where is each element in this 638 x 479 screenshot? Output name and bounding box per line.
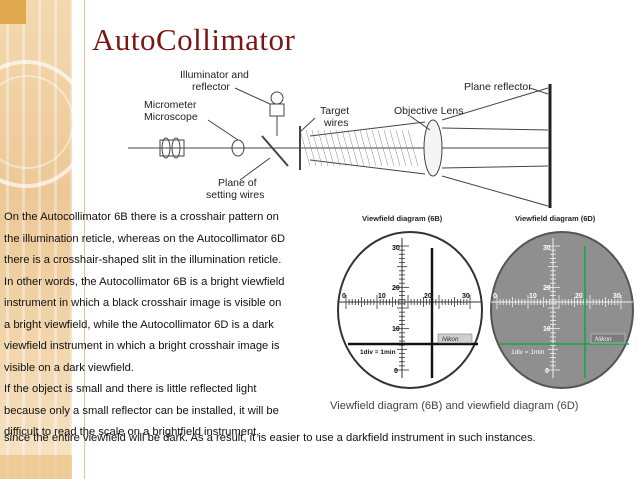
label-objective: Objective Lens: [394, 105, 463, 117]
label-micrometer-2: Microscope: [144, 111, 198, 123]
body-line: difficult to read the scale on a brightf…: [4, 426, 260, 438]
body-last-line: since the entire viewfield will be dark.…: [4, 432, 536, 444]
body-text: On the Autocollimator 6B there is a cros…: [4, 207, 334, 444]
viewfield-6b-diagram: 30 20 10 0 0 10 20 30 1div = 1min Nikon: [337, 231, 483, 389]
ray-upper-in: [309, 121, 426, 137]
viewfield-6b-vticks: [395, 245, 409, 371]
figure-caption: Viewfield diagram (6B) and viewfield dia…: [330, 400, 579, 412]
illuminator-lamp: [270, 91, 284, 105]
leader-illuminator: [234, 87, 271, 105]
slide-title: AutoCollimator: [92, 22, 296, 57]
viewfield-6d-diagram: 30 20 10 0 0 10 20 30 1div = 1min Nikon: [490, 231, 634, 389]
viewfield-6b-scale-30: 30: [392, 245, 400, 252]
body-line: there is a crosshair-shaped slit in the …: [4, 254, 282, 266]
viewfield-6d-x-0: 0: [493, 293, 497, 300]
illuminator-housing: [269, 103, 285, 117]
body-line: visible on a dark viewfield.: [4, 361, 134, 374]
label-illuminator-2: reflector: [192, 81, 230, 93]
label-target-1: Target: [320, 105, 349, 117]
viewfield-6d-x-30: 30: [613, 293, 621, 300]
viewfield-6d-x-10: 10: [529, 293, 537, 300]
viewfield-6d-scale-30: 30: [543, 245, 551, 252]
viewfield-6d-brand: Nikon: [595, 336, 612, 343]
viewfield-6b-brand-badge: [437, 333, 473, 344]
objective-lens: [423, 119, 443, 177]
ray-upper-out: [441, 87, 549, 121]
body-line: because only a small reflector can be in…: [4, 404, 279, 417]
viewfield-6d-div-label: 1div = 1min: [511, 349, 545, 356]
label-target-2: wires: [323, 117, 349, 129]
viewfield-6d-scale-10: 10: [543, 326, 551, 333]
eyepiece-lens-2: [171, 137, 181, 159]
viewfield-6b-title: Viewfield diagram (6B): [362, 214, 443, 223]
ray-lower-out: [441, 175, 549, 207]
leader-micrometer: [207, 119, 239, 141]
body-line: viewfield instrument in which a bright c…: [4, 340, 280, 352]
label-micrometer-1: Micrometer: [144, 99, 197, 111]
viewfield-6d-circle: [490, 231, 634, 389]
viewfield-6d-x-20: 20: [575, 293, 583, 300]
ray-upper-mid: [441, 127, 549, 131]
label-setting-wires-2: setting wires: [206, 189, 264, 201]
beam-splitter: [261, 135, 289, 167]
body-line: On the Autocollimator 6B there is a cros…: [4, 211, 279, 223]
ray-lower-mid: [441, 165, 549, 169]
leader-plane-reflector: [529, 87, 549, 95]
leader-setting-wires: [239, 157, 271, 181]
eyepiece-lens-1: [161, 137, 171, 159]
tube-hatching: [299, 129, 419, 167]
leader-target: [299, 117, 316, 133]
autocollimator-diagram: Illuminator and reflector Micrometer Mic…: [128, 70, 552, 208]
body-line: In other words, the Autocollimator 6B is…: [4, 275, 285, 288]
label-illuminator-1: Illuminator and: [180, 70, 249, 81]
body-line: the illumination reticle, whereas on the…: [4, 232, 286, 245]
decorative-corner: [0, 0, 26, 24]
viewfield-6d-title: Viewfield diagram (6D): [515, 214, 596, 223]
ray-lower-in: [309, 159, 426, 175]
viewfield-6b-scale-10: 10: [392, 326, 400, 333]
viewfield-6d-vticks: [546, 245, 560, 371]
viewfield-6d-scale-20: 20: [543, 285, 551, 292]
decorative-corner-bottom: [0, 455, 72, 479]
viewfield-6b-scale-0: 0: [394, 368, 398, 375]
leader-objective: [409, 115, 431, 131]
viewfield-6b-x-20: 20: [424, 293, 432, 300]
viewfield-6b-div-label: 1div = 1min: [360, 349, 396, 356]
viewfield-6d-scale-0: 0: [545, 368, 549, 375]
body-line: a bright viewfield, while the Autocollim…: [4, 318, 274, 331]
viewfield-6b-x-30: 30: [462, 293, 470, 300]
label-plane-reflector: Plane reflector: [464, 81, 532, 93]
body-line: instrument in which a black crosshair im…: [4, 297, 282, 309]
viewfield-6b-x-0: 0: [342, 293, 346, 300]
vertical-rule: [84, 0, 85, 479]
body-line: If the object is small and there is litt…: [4, 383, 257, 395]
viewfield-6d-brand-badge: [590, 333, 626, 344]
eyepiece-body: [159, 139, 185, 157]
viewfield-6b-x-10: 10: [378, 293, 386, 300]
viewfield-6b-scale-20: 20: [392, 285, 400, 292]
label-setting-wires-1: Plane of: [218, 177, 257, 189]
viewfield-6b-circle: [337, 231, 483, 389]
viewfield-6b-brand: Nikon: [442, 336, 459, 343]
